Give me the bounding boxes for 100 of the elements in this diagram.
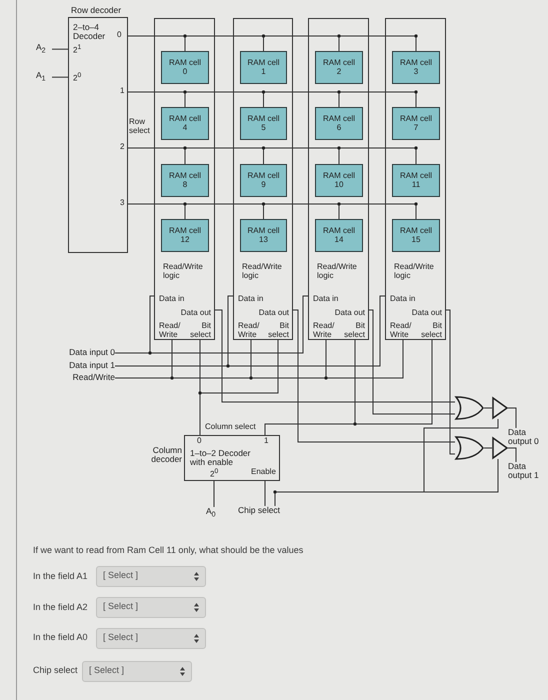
- logic-label: Read/Write logic: [163, 263, 204, 281]
- logic-label: Read/Write logic: [394, 263, 435, 281]
- ram-cell: [392, 107, 440, 140]
- wire: [264, 340, 432, 436]
- decoder-heading: Row decoder: [71, 6, 122, 16]
- buffer-symbol: [492, 437, 508, 459]
- wire: [508, 408, 516, 428]
- cell-label: RAM cell 13: [246, 226, 280, 244]
- cell-label: RAM cell 9: [246, 172, 280, 190]
- cell-label: RAM cell 7: [398, 114, 433, 132]
- cell-label: RAM cell 1: [246, 58, 280, 76]
- wire: [368, 310, 456, 414]
- form-text: In the field A1: [33, 572, 88, 582]
- logic-label: Read/ Write: [159, 322, 182, 340]
- logic-label: Data out: [180, 309, 211, 318]
- pin-label: 0: [117, 31, 122, 40]
- cell-label: RAM cell 14: [322, 226, 356, 244]
- wire: [128, 204, 416, 220]
- cell-label: RAM cell 3: [398, 58, 433, 76]
- decoder-name: 1–to–2 Decoder with enable: [190, 449, 252, 468]
- logic-label: Read/ Write: [313, 322, 336, 340]
- logic-label: Bit select: [267, 322, 289, 340]
- select-dropdown: [ Select ]: [82, 661, 192, 682]
- cell-label: RAM cell 0: [168, 58, 202, 76]
- wire: [264, 480, 266, 506]
- wire: [114, 340, 404, 378]
- logic-label: Data in: [390, 295, 416, 304]
- pin-label: 2$^{0}$: [210, 468, 218, 480]
- ram-cell: [315, 219, 363, 252]
- signal-label: A$_{1}$: [36, 71, 52, 84]
- logic-label: Read/Write logic: [242, 263, 283, 281]
- ram-cell: [161, 164, 209, 197]
- cell-label: RAM cell 8: [168, 172, 202, 190]
- wire: [52, 48, 68, 50]
- ram-cell: [161, 219, 209, 252]
- read-write-column-frame: [385, 18, 446, 340]
- decoder-caption: Column decoder: [150, 446, 182, 465]
- logic-label: Read/ Write: [390, 322, 412, 340]
- logic-label: Bit select: [189, 322, 211, 340]
- logic-label: Data out: [412, 309, 442, 318]
- logic-label: Read/ Write: [238, 322, 260, 340]
- ram-cell: [315, 164, 363, 197]
- signal-label: Chip select: [238, 506, 290, 516]
- ram-cell: [161, 107, 209, 140]
- logic-label: Bit select: [420, 322, 442, 340]
- logic-label: Data out: [334, 309, 365, 318]
- pin-label: 2$^{0}$: [73, 72, 82, 84]
- pin-label: 1: [120, 87, 124, 96]
- wire: [114, 296, 308, 354]
- cell-label: RAM cell 5: [246, 114, 280, 132]
- ram-cell: [315, 51, 363, 84]
- ram-cell: [392, 164, 440, 197]
- pin-label: 3: [120, 199, 124, 208]
- signal-label: Data output 0: [508, 428, 548, 447]
- ram-cell: [240, 219, 287, 252]
- form-text: If we want to read from Ram Cell 11 only, what should be the values: [33, 546, 304, 556]
- wire: [114, 296, 386, 366]
- cell-label: RAM cell 11: [398, 172, 433, 190]
- wire: [128, 148, 416, 164]
- wire: [508, 448, 516, 462]
- decoder-name: 2–to–4 Decoder: [73, 23, 106, 42]
- cell-label: RAM cell 2: [322, 58, 356, 76]
- select-dropdown: [ Select ]: [96, 597, 206, 618]
- logic-label: Data in: [313, 295, 338, 304]
- read-write-column-frame: [233, 18, 293, 340]
- pin-label: 1: [264, 437, 268, 446]
- logic-label: Data out: [258, 309, 289, 318]
- or-gate-symbol: [455, 396, 484, 420]
- pin-label: Row select: [129, 118, 151, 136]
- form-text: Chip select: [33, 666, 78, 676]
- ram-cell: [392, 51, 440, 84]
- wire: [292, 310, 456, 442]
- cell-label: RAM cell 6: [322, 114, 356, 132]
- buffer-symbol: [492, 397, 508, 419]
- cell-label: RAM cell 4: [168, 114, 202, 132]
- pin-label: 2$^{1}$: [73, 44, 82, 56]
- ram-cell: [240, 51, 287, 84]
- signal-label: Read/Write: [36, 373, 115, 382]
- ram-cell: [240, 107, 287, 140]
- pin-label: Column select: [205, 423, 256, 432]
- pin-label: 0: [197, 437, 202, 446]
- signal-label: Data output 1: [508, 462, 548, 481]
- ram-cell: [240, 164, 287, 197]
- signal-label: A$_{2}$: [36, 43, 52, 56]
- wire: [128, 36, 416, 52]
- wire: [200, 340, 278, 436]
- pin-label: 2: [120, 143, 124, 152]
- cell-label: RAM cell 15: [398, 226, 433, 244]
- form-text: In the field A2: [33, 603, 88, 613]
- signal-label: A$_{0}$: [206, 507, 222, 520]
- wire: [274, 418, 498, 506]
- cell-label: RAM cell 10: [322, 172, 356, 190]
- signal-label: Data input 1: [36, 361, 115, 370]
- logic-label: Data in: [159, 295, 184, 304]
- wire: [128, 92, 416, 108]
- logic-label: Data in: [238, 295, 264, 304]
- ram-cell: [392, 219, 440, 252]
- logic-label: Bit select: [343, 322, 365, 340]
- select-dropdown: [ Select ]: [96, 566, 206, 587]
- ram-cell: [161, 51, 209, 84]
